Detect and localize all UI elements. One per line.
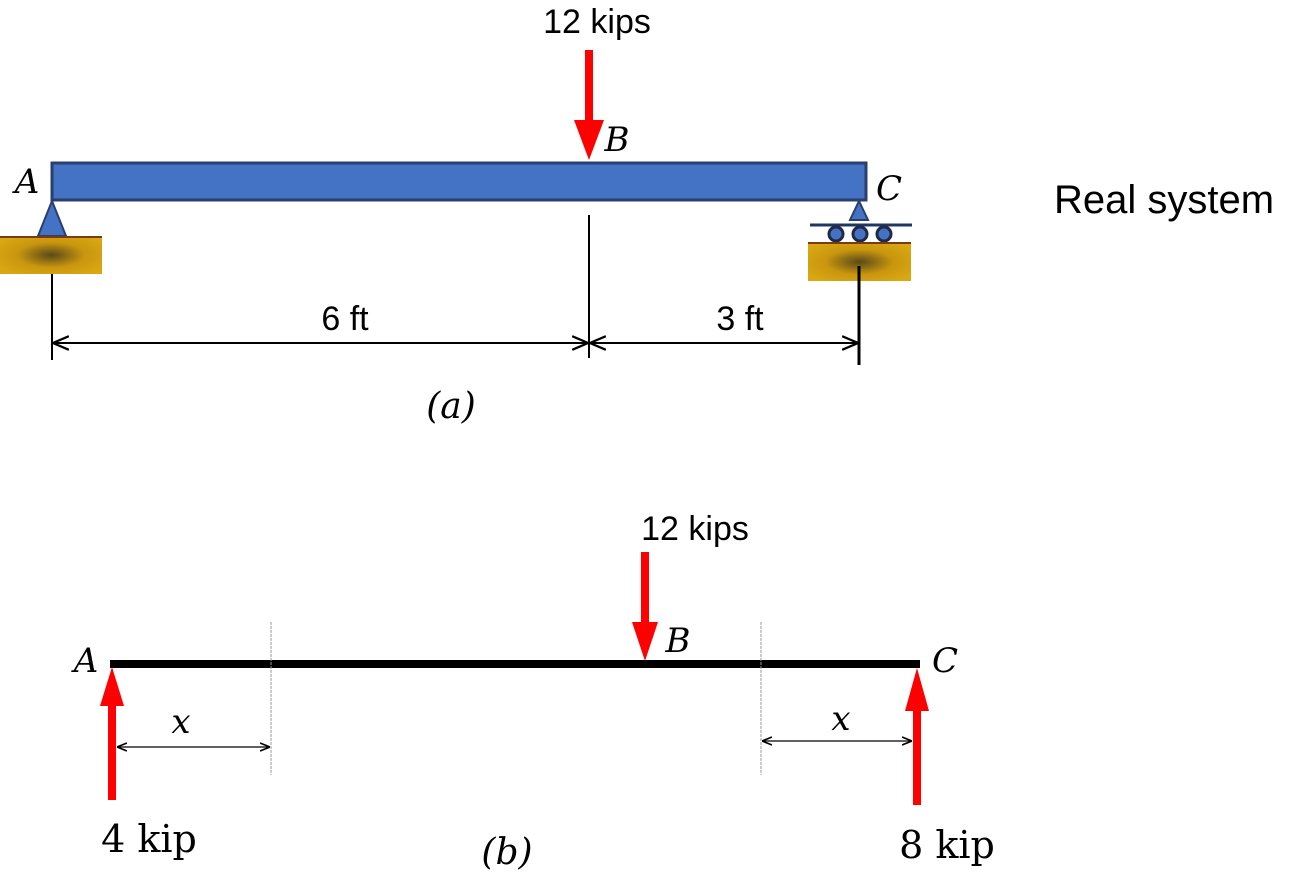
fig-a-point-b: B (604, 120, 630, 160)
system-label: Real system (1054, 178, 1274, 222)
fig-b-reaction-a: 4 kip (101, 817, 197, 861)
fig-b-load-arrow (632, 552, 658, 661)
fig-b-point-c: C (932, 641, 958, 681)
fig-b-point-b: B (665, 621, 691, 661)
figure-b: 12 kips A B C x x 4 kip 8 kip (b) (71, 510, 995, 873)
fig-a-span-ab: 6 ft (321, 300, 369, 338)
fig-a-span-bc: 3 ft (716, 300, 764, 338)
fig-a-caption: (a) (426, 386, 476, 427)
fig-a-beam (50, 161, 868, 202)
fig-b-x-left: x (171, 702, 190, 742)
fig-b-reaction-arrow-a (100, 667, 124, 800)
fig-b-caption: (b) (481, 832, 532, 873)
fig-a-point-a: A (12, 162, 40, 202)
fig-b-point-a: A (71, 641, 99, 681)
fig-a-load-arrow (574, 50, 604, 160)
fig-a-pin-support (0, 198, 102, 274)
fig-b-reaction-arrow-c (905, 668, 929, 805)
fig-a-roller-support (808, 198, 912, 281)
fig-b-reaction-c: 8 kip (899, 823, 995, 867)
fig-b-x-right: x (831, 699, 850, 739)
fig-a-point-c: C (876, 169, 902, 209)
fig-b-load-label: 12 kips (641, 510, 749, 548)
fig-a-load-label: 12 kips (543, 3, 651, 41)
figure-a: 12 kips A B C (0, 3, 1274, 427)
